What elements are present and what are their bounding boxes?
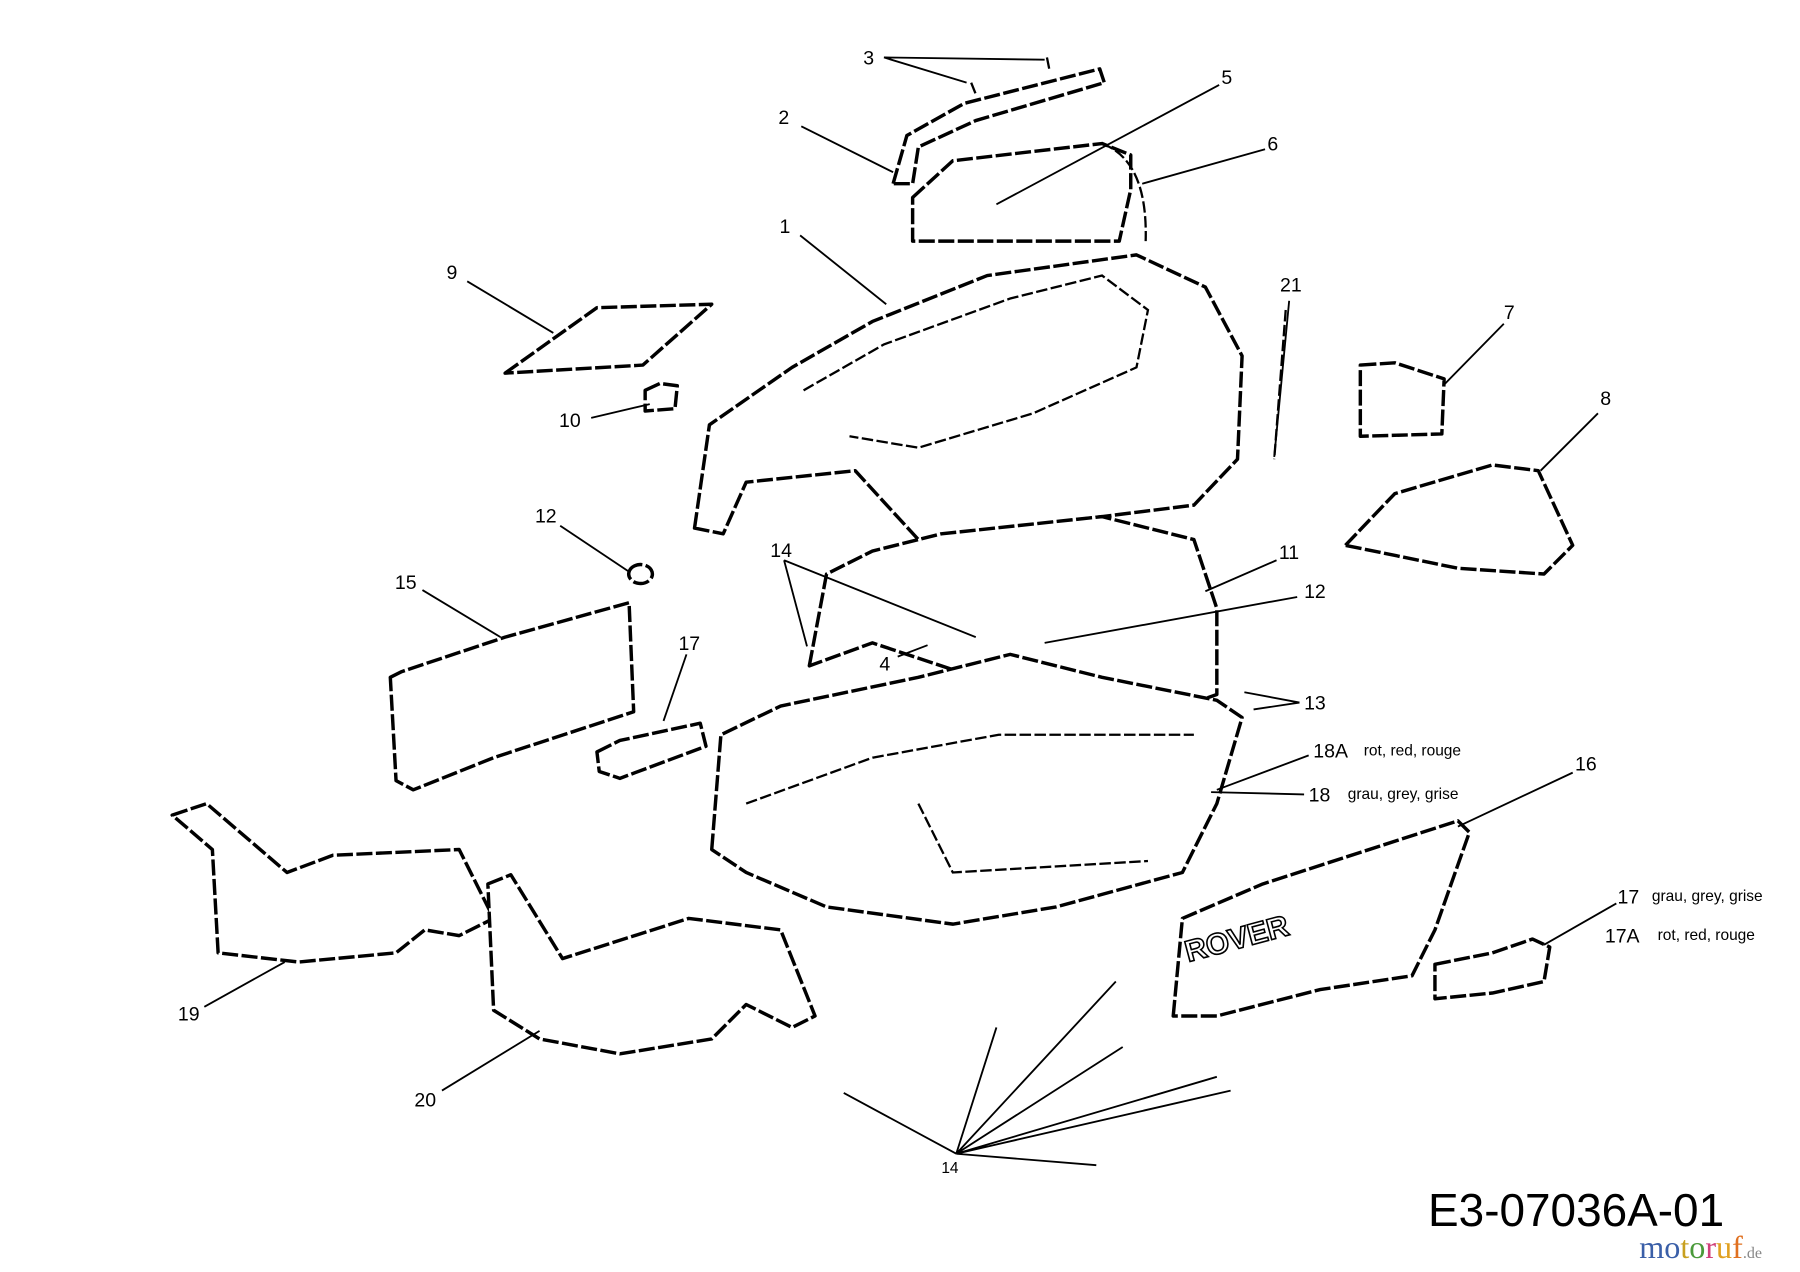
label-17-grip: 17 xyxy=(678,633,700,655)
part-18-lower-housing xyxy=(710,652,1244,926)
label-18A: 18A xyxy=(1313,741,1348,763)
label-5: 5 xyxy=(1221,67,1232,89)
label-7: 7 xyxy=(1504,302,1515,324)
part-17-grip xyxy=(595,721,708,781)
part-9-cover-plate xyxy=(503,302,714,375)
label-8: 8 xyxy=(1600,388,1611,410)
part-1-upper-housing xyxy=(692,253,1244,542)
label-13: 13 xyxy=(1304,692,1326,714)
watermark-logo: motoruf.de xyxy=(1639,1229,1762,1265)
label-16: 16 xyxy=(1575,753,1597,775)
label-20: 20 xyxy=(414,1090,436,1112)
label-6: 6 xyxy=(1267,133,1278,155)
part-3-screws xyxy=(970,57,1051,95)
note-17A: rot, red, rouge xyxy=(1658,927,1755,944)
part-16-side-cover xyxy=(1171,819,1472,1018)
label-17A: 17A xyxy=(1605,926,1640,948)
part-2-handle-grip xyxy=(891,67,1107,186)
part-7-bracket xyxy=(1358,361,1446,438)
label-1: 1 xyxy=(779,216,790,238)
note-17: grau, grey, grise xyxy=(1652,888,1763,905)
part-17-end-cap xyxy=(1433,937,1552,1001)
label-10: 10 xyxy=(559,410,581,432)
leader-lines xyxy=(203,56,1617,1167)
label-4: 4 xyxy=(879,653,890,675)
label-11: 11 xyxy=(1279,542,1299,564)
part-10-clip xyxy=(643,381,680,413)
part-18-inner xyxy=(745,733,1194,874)
label-14-upper: 14 xyxy=(770,540,792,562)
part-12-bolt xyxy=(627,562,655,586)
part-5-handle-cover xyxy=(910,141,1133,243)
label-2: 2 xyxy=(778,107,789,129)
part-19-grass-guard xyxy=(170,801,496,964)
label-15: 15 xyxy=(395,572,417,594)
part-6-handle-bracket xyxy=(1101,142,1147,242)
label-19: 19 xyxy=(178,1004,200,1026)
part-20-grass-guard xyxy=(486,873,817,1056)
label-18: 18 xyxy=(1309,784,1331,806)
part-8-deflector xyxy=(1343,463,1575,576)
part-15-side-panel xyxy=(388,600,636,792)
label-12-right: 12 xyxy=(1304,581,1326,603)
callout-labels: 3 2 5 6 1 9 10 21 7 8 12 15 14 11 12 4 1… xyxy=(178,47,1763,1177)
label-21: 21 xyxy=(1280,275,1302,297)
note-18A: rot, red, rouge xyxy=(1364,742,1461,759)
label-14-lower: 14 xyxy=(941,1160,959,1177)
label-12-left: 12 xyxy=(535,505,557,527)
label-9: 9 xyxy=(447,262,458,284)
label-17-end-cap: 17 xyxy=(1617,886,1639,908)
part-1-inner xyxy=(803,274,1150,449)
note-18: grau, grey, grise xyxy=(1348,786,1459,803)
part-outlines xyxy=(170,57,1575,1056)
label-3: 3 xyxy=(863,47,874,69)
drawing-code: E3-07036A-01 xyxy=(1428,1184,1724,1236)
